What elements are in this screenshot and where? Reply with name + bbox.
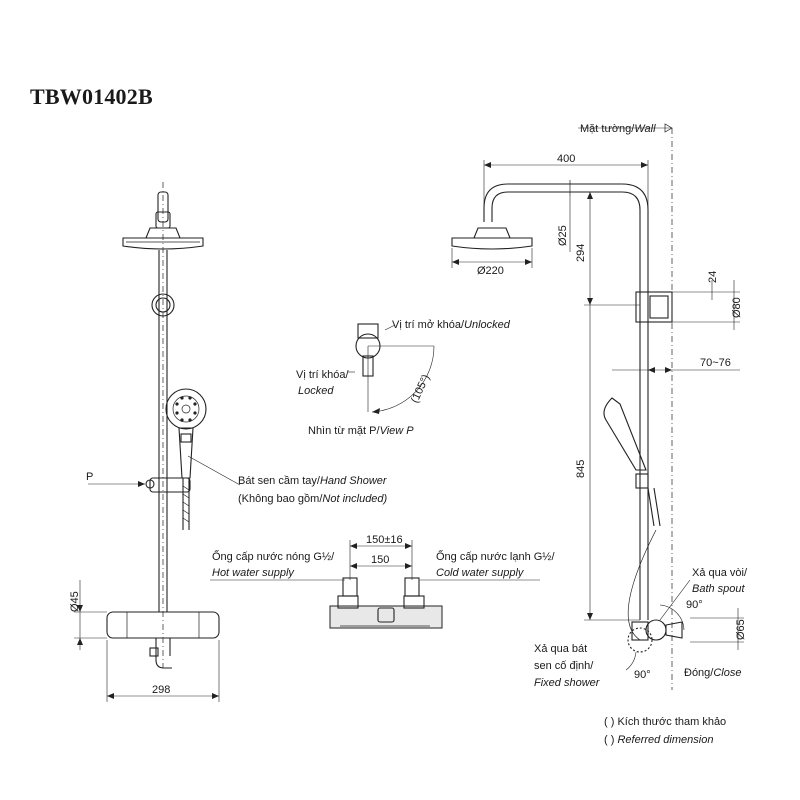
dim-294: 294 [575, 244, 587, 262]
dim-845: 845 [575, 460, 587, 478]
hand-shower-label: Bát sen cầm tay/Hand Shower [238, 475, 388, 487]
dim-400: 400 [557, 153, 575, 165]
dim-90-top: 90° [686, 599, 703, 611]
bar-top-view [210, 540, 540, 629]
dim-d65: Ø65 [735, 619, 747, 640]
cold-supply-label: Ống cấp nước lạnh G½/ [436, 549, 555, 563]
fixed-shower-label-en: Fixed shower [534, 677, 601, 689]
dim-70-76: 70~76 [700, 357, 731, 369]
legend-reference-en: ( ) Referred dimension [604, 734, 713, 746]
bath-spout-label-en: Bath spout [692, 583, 746, 595]
fixed-shower-label: Xả qua bát [534, 643, 587, 655]
angle-label: (105°) [409, 373, 433, 405]
p-arrow-label: P [86, 471, 93, 483]
locked-label: Vị trí khóa/ [296, 369, 350, 381]
hand-shower-front [165, 388, 207, 530]
hot-supply-label-en: Hot water supply [212, 567, 295, 579]
dim-d80: Ø80 [731, 297, 743, 318]
hot-supply-label: Ống cấp nước nóng G½/ [212, 549, 335, 563]
cold-supply-label-en: Cold water supply [436, 567, 525, 579]
dim-90-bottom: 90° [634, 669, 651, 681]
dim-24: 24 [707, 271, 719, 283]
lock-detail [348, 323, 435, 414]
dim-150-16: 150±16 [366, 534, 403, 546]
fixed-shower-label-2: sen cố định/ [534, 660, 594, 672]
unlocked-label: Vị trí mở khóa/Unlocked [392, 319, 511, 331]
dim-d220: Ø220 [477, 265, 504, 277]
locked-label-en: Locked [298, 385, 334, 397]
dim-298: 298 [152, 684, 170, 696]
dim-d45: Ø45 [69, 591, 81, 612]
dim-d25: Ø25 [557, 225, 569, 246]
side-view [451, 123, 744, 690]
dim-150: 150 [371, 554, 389, 566]
bath-spout-label: Xả qua vòi/ [692, 567, 748, 579]
close-label: Đóng/Close [684, 667, 741, 679]
model-title: TBW01402B [30, 84, 153, 109]
not-included-label: (Không bao gồm/Not included) [238, 493, 388, 505]
legend-reference-vi: ( ) Kích thước tham khảo [604, 716, 726, 728]
view-p-label: Nhìn từ mặt P/View P [308, 425, 414, 437]
wall-label: Mặt tường/Wall [580, 123, 656, 135]
front-view [74, 182, 241, 702]
